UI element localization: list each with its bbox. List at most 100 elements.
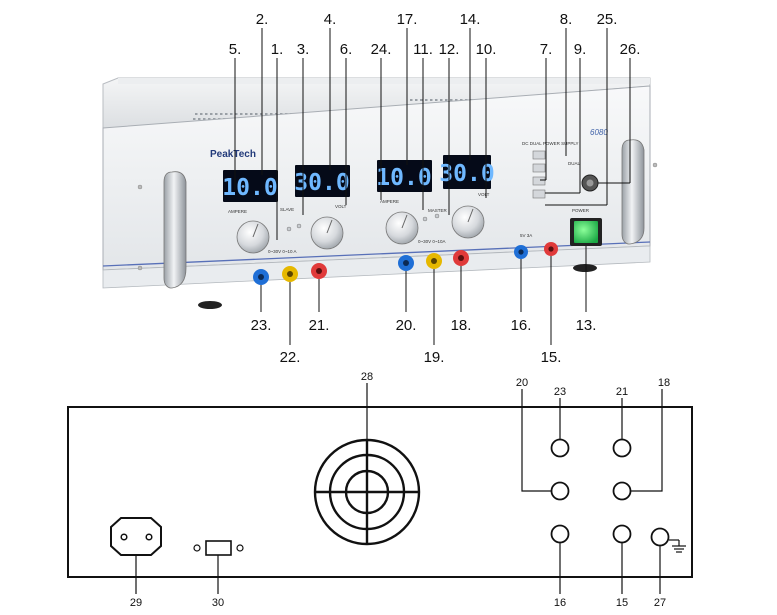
socket-slave-ground[interactable] [282, 266, 298, 282]
socket-slave-positive[interactable] [311, 263, 327, 279]
vent-slot [445, 99, 448, 101]
display-slave-volt-value: 30.0 [294, 170, 349, 196]
label-range-right: 0~30V 0~10A [418, 239, 446, 244]
vent-slot [225, 113, 228, 115]
back-callout-16: 16 [554, 597, 566, 609]
brand-label: PeakTech [210, 149, 256, 160]
knob-master-current[interactable] [385, 211, 419, 245]
mode-button-4[interactable] [532, 189, 546, 199]
back-view: 28 20 23 21 18 29 30 16 15 27 [67, 371, 693, 609]
callout-18: 18. [451, 317, 472, 334]
callout-8: 8. [560, 11, 573, 28]
callout-17: 17. [397, 11, 418, 28]
model-label: 6080 [590, 128, 608, 137]
back-terminal-23[interactable] [550, 438, 570, 458]
back-terminal-21[interactable] [612, 438, 632, 458]
socket-fixed-positive[interactable] [544, 242, 558, 256]
power-switch[interactable] [570, 218, 602, 246]
label-master: MASTER [428, 208, 448, 213]
foot-left [198, 301, 222, 309]
callout-5: 5. [229, 41, 242, 58]
back-terminal-15[interactable] [612, 524, 632, 544]
callout-15: 15. [541, 349, 562, 366]
vent-slot [200, 113, 203, 115]
vent-slot [425, 99, 428, 101]
back-callout-lines [135, 383, 663, 594]
callout-16: 16. [511, 317, 532, 334]
callout-22: 22. [280, 349, 301, 366]
back-callout-18: 18 [658, 377, 670, 389]
callout-13: 13. [576, 317, 597, 334]
handle-left [163, 171, 187, 289]
socket-fixed-negative[interactable] [514, 245, 528, 259]
callout-24: 24. [371, 41, 392, 58]
callout-6: 6. [340, 41, 353, 58]
led-master-cv [434, 213, 440, 219]
knob-slave-current[interactable] [236, 220, 270, 254]
vent-slot [455, 99, 458, 101]
back-terminal-20[interactable] [550, 481, 570, 501]
label-dual: DUAL [568, 161, 581, 166]
label-range-left: 0~30V 0~10 A [268, 249, 297, 254]
vent-slot [210, 113, 213, 115]
vent-slot [260, 113, 263, 115]
callout-9: 9. [574, 41, 587, 58]
mode-button-1[interactable] [532, 150, 546, 160]
back-terminal-18[interactable] [612, 481, 632, 501]
display-slave-volt [295, 165, 350, 197]
mode-button-3[interactable] [532, 176, 546, 186]
knob-slave-voltage[interactable] [310, 216, 344, 250]
socket-master-ground[interactable] [426, 253, 442, 269]
vent-slot [410, 99, 413, 101]
vent-slot [265, 113, 268, 115]
back-callout-numbers: 28 20 23 21 18 29 30 16 15 27 [130, 371, 670, 609]
front-view: PeakTech 6080 DC DUAL POWER SUPPLY 10.0 … [102, 11, 658, 366]
ac-inlet[interactable] [110, 517, 162, 556]
back-terminal-27-ground[interactable] [650, 527, 670, 547]
back-callout-23: 23 [554, 386, 566, 398]
vent-slot [220, 113, 223, 115]
socket-master-negative[interactable] [398, 255, 414, 271]
socket-master-positive[interactable] [453, 250, 469, 266]
display-slave-ampere [223, 170, 278, 202]
vent-slot [235, 113, 238, 115]
led-slave-cc [286, 226, 292, 232]
label-power: POWER [572, 208, 590, 213]
callout-3: 3. [297, 41, 310, 58]
callout-25: 25. [597, 11, 618, 28]
display-master-volt [443, 155, 491, 189]
back-callout-15: 15 [616, 597, 628, 609]
vent-slot [208, 118, 211, 120]
callout-11: 11. [413, 41, 433, 58]
callout-7: 7. [540, 41, 553, 58]
mode-button-2[interactable] [532, 163, 546, 173]
front-callout-lines [234, 28, 631, 345]
vent-slot [203, 118, 206, 120]
back-callout-27: 27 [654, 597, 666, 609]
vent-slot [275, 113, 278, 115]
label-fixed-output: 5V 3A [520, 233, 532, 238]
label-slave: SLAVE [280, 207, 294, 212]
vent-slot [430, 99, 433, 101]
socket-slave-negative[interactable] [253, 269, 269, 285]
label-ampere-left: AMPERE [228, 209, 247, 214]
callout-23: 23. [251, 317, 272, 334]
label-volt-left: VOLT [335, 204, 347, 209]
label-ampere-right: AMPERE [380, 199, 399, 204]
vent-slot [205, 113, 208, 115]
vent-slot [230, 113, 233, 115]
vent-slot [240, 113, 243, 115]
vent-slot [420, 99, 423, 101]
callout-26: 26. [620, 41, 641, 58]
knob-master-voltage[interactable] [451, 205, 485, 239]
vent-slot [270, 113, 273, 115]
back-terminal-16[interactable] [550, 524, 570, 544]
ground-icon [669, 539, 686, 553]
vent-slot [450, 99, 453, 101]
vent-slot [198, 118, 201, 120]
callout-20: 20. [396, 317, 417, 334]
vent-slot [415, 99, 418, 101]
display-master-ampere-value: 10.0 [376, 165, 431, 191]
vent-slot [193, 118, 196, 120]
